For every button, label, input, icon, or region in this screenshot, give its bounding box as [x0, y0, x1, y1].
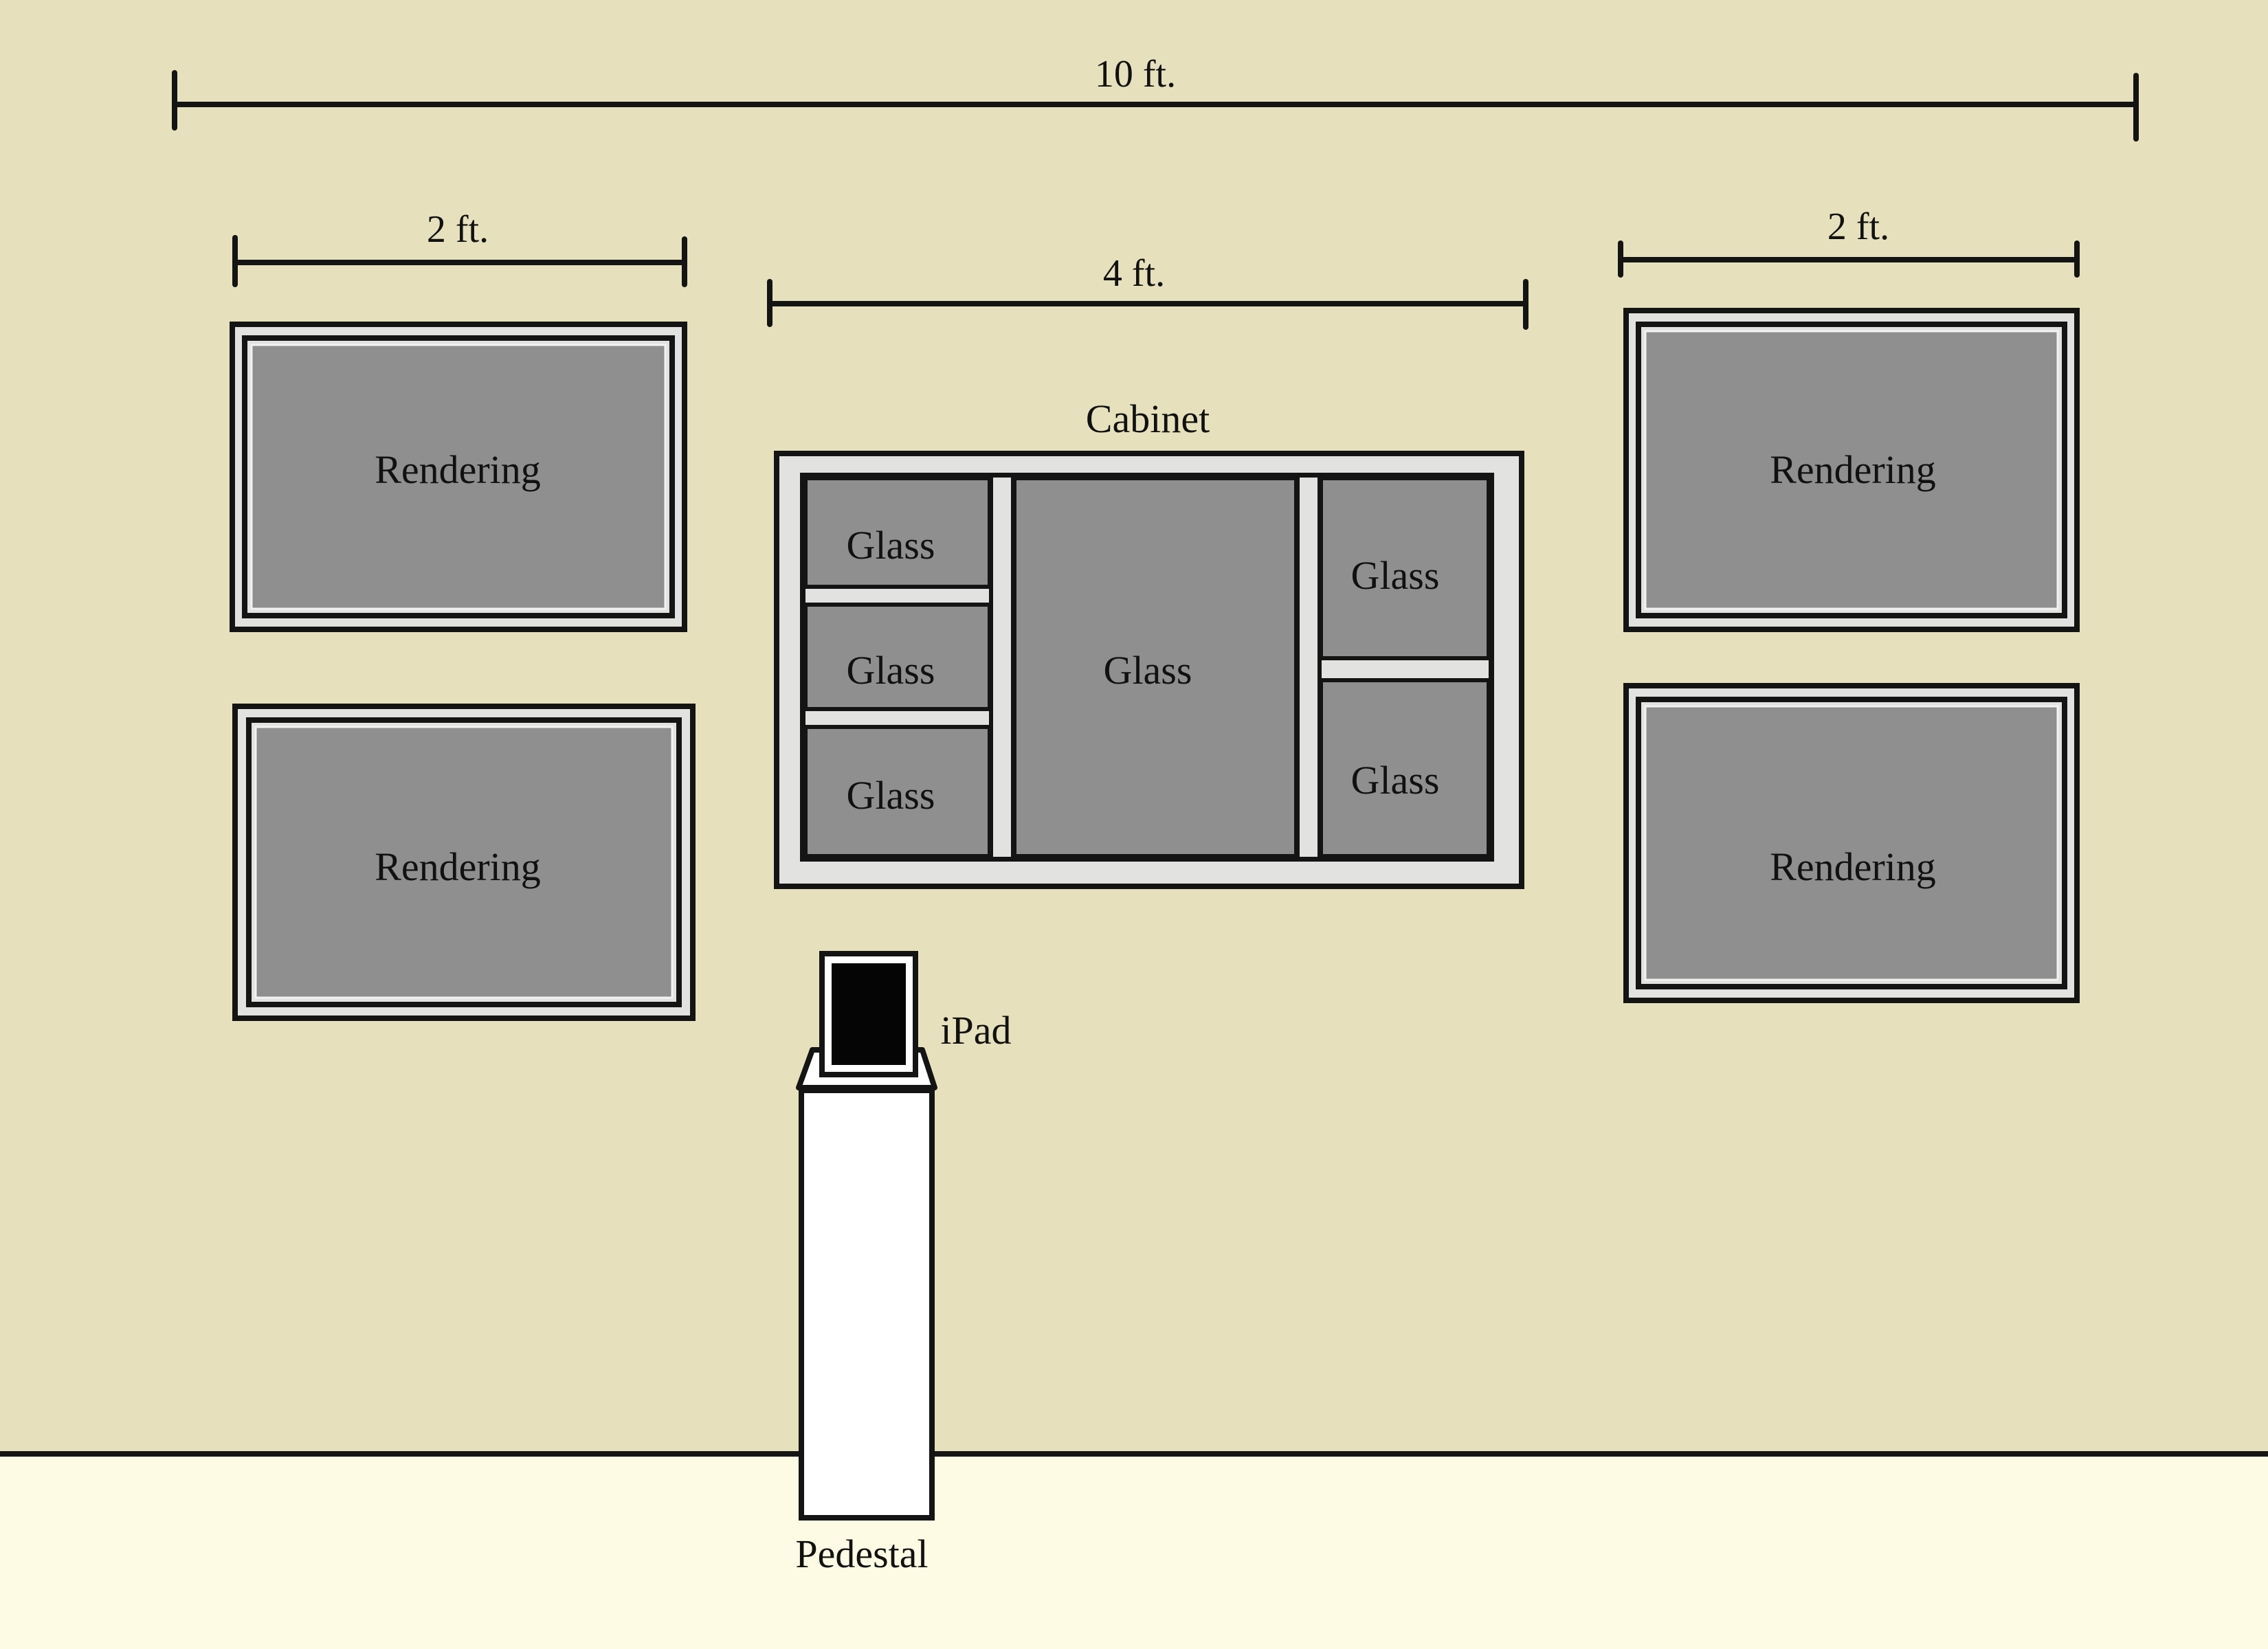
rendering-label-bottom-right: Rendering [1770, 844, 1936, 889]
dimension-wall-width [172, 70, 2139, 142]
glass-pane-left-top-label: Glass [846, 523, 935, 568]
rendering-frame-top-right [1623, 308, 2080, 632]
ipad [819, 951, 918, 1077]
pedestal [799, 1088, 935, 1521]
dimension-wall-width-label: 10 ft. [1094, 53, 1177, 96]
rendering-label-top-right: Rendering [1770, 447, 1936, 492]
glass-pane-center-label: Glass [1103, 648, 1192, 693]
cabinet [774, 451, 1524, 889]
rendering-frame-bottom-right [1623, 683, 2080, 1003]
dimension-right-width-label: 2 ft. [1827, 205, 1890, 248]
dimension-left-width [232, 235, 687, 287]
floor [0, 1451, 2268, 1649]
dimension-left-width-label: 2 ft. [426, 208, 489, 251]
dimension-cabinet-width [767, 279, 1528, 330]
rendering-label-bottom-left: Rendering [375, 844, 541, 889]
glass-pane-right-top-label: Glass [1350, 553, 1440, 598]
dimension-right-width [1618, 240, 2080, 278]
rendering-label-top-left: Rendering [375, 447, 541, 492]
glass-pane-right-bottom-label: Glass [1350, 758, 1440, 803]
pedestal-label: Pedestal [795, 1532, 929, 1576]
ipad-label: iPad [940, 1008, 1012, 1053]
cabinet-title: Cabinet [1085, 396, 1210, 441]
glass-pane-left-middle-label: Glass [846, 648, 935, 693]
glass-pane-left-bottom-label: Glass [846, 773, 935, 818]
rendering-frame-top-left [230, 322, 687, 632]
rendering-frame-bottom-left [232, 704, 696, 1021]
dimension-cabinet-width-label: 4 ft. [1102, 252, 1166, 295]
